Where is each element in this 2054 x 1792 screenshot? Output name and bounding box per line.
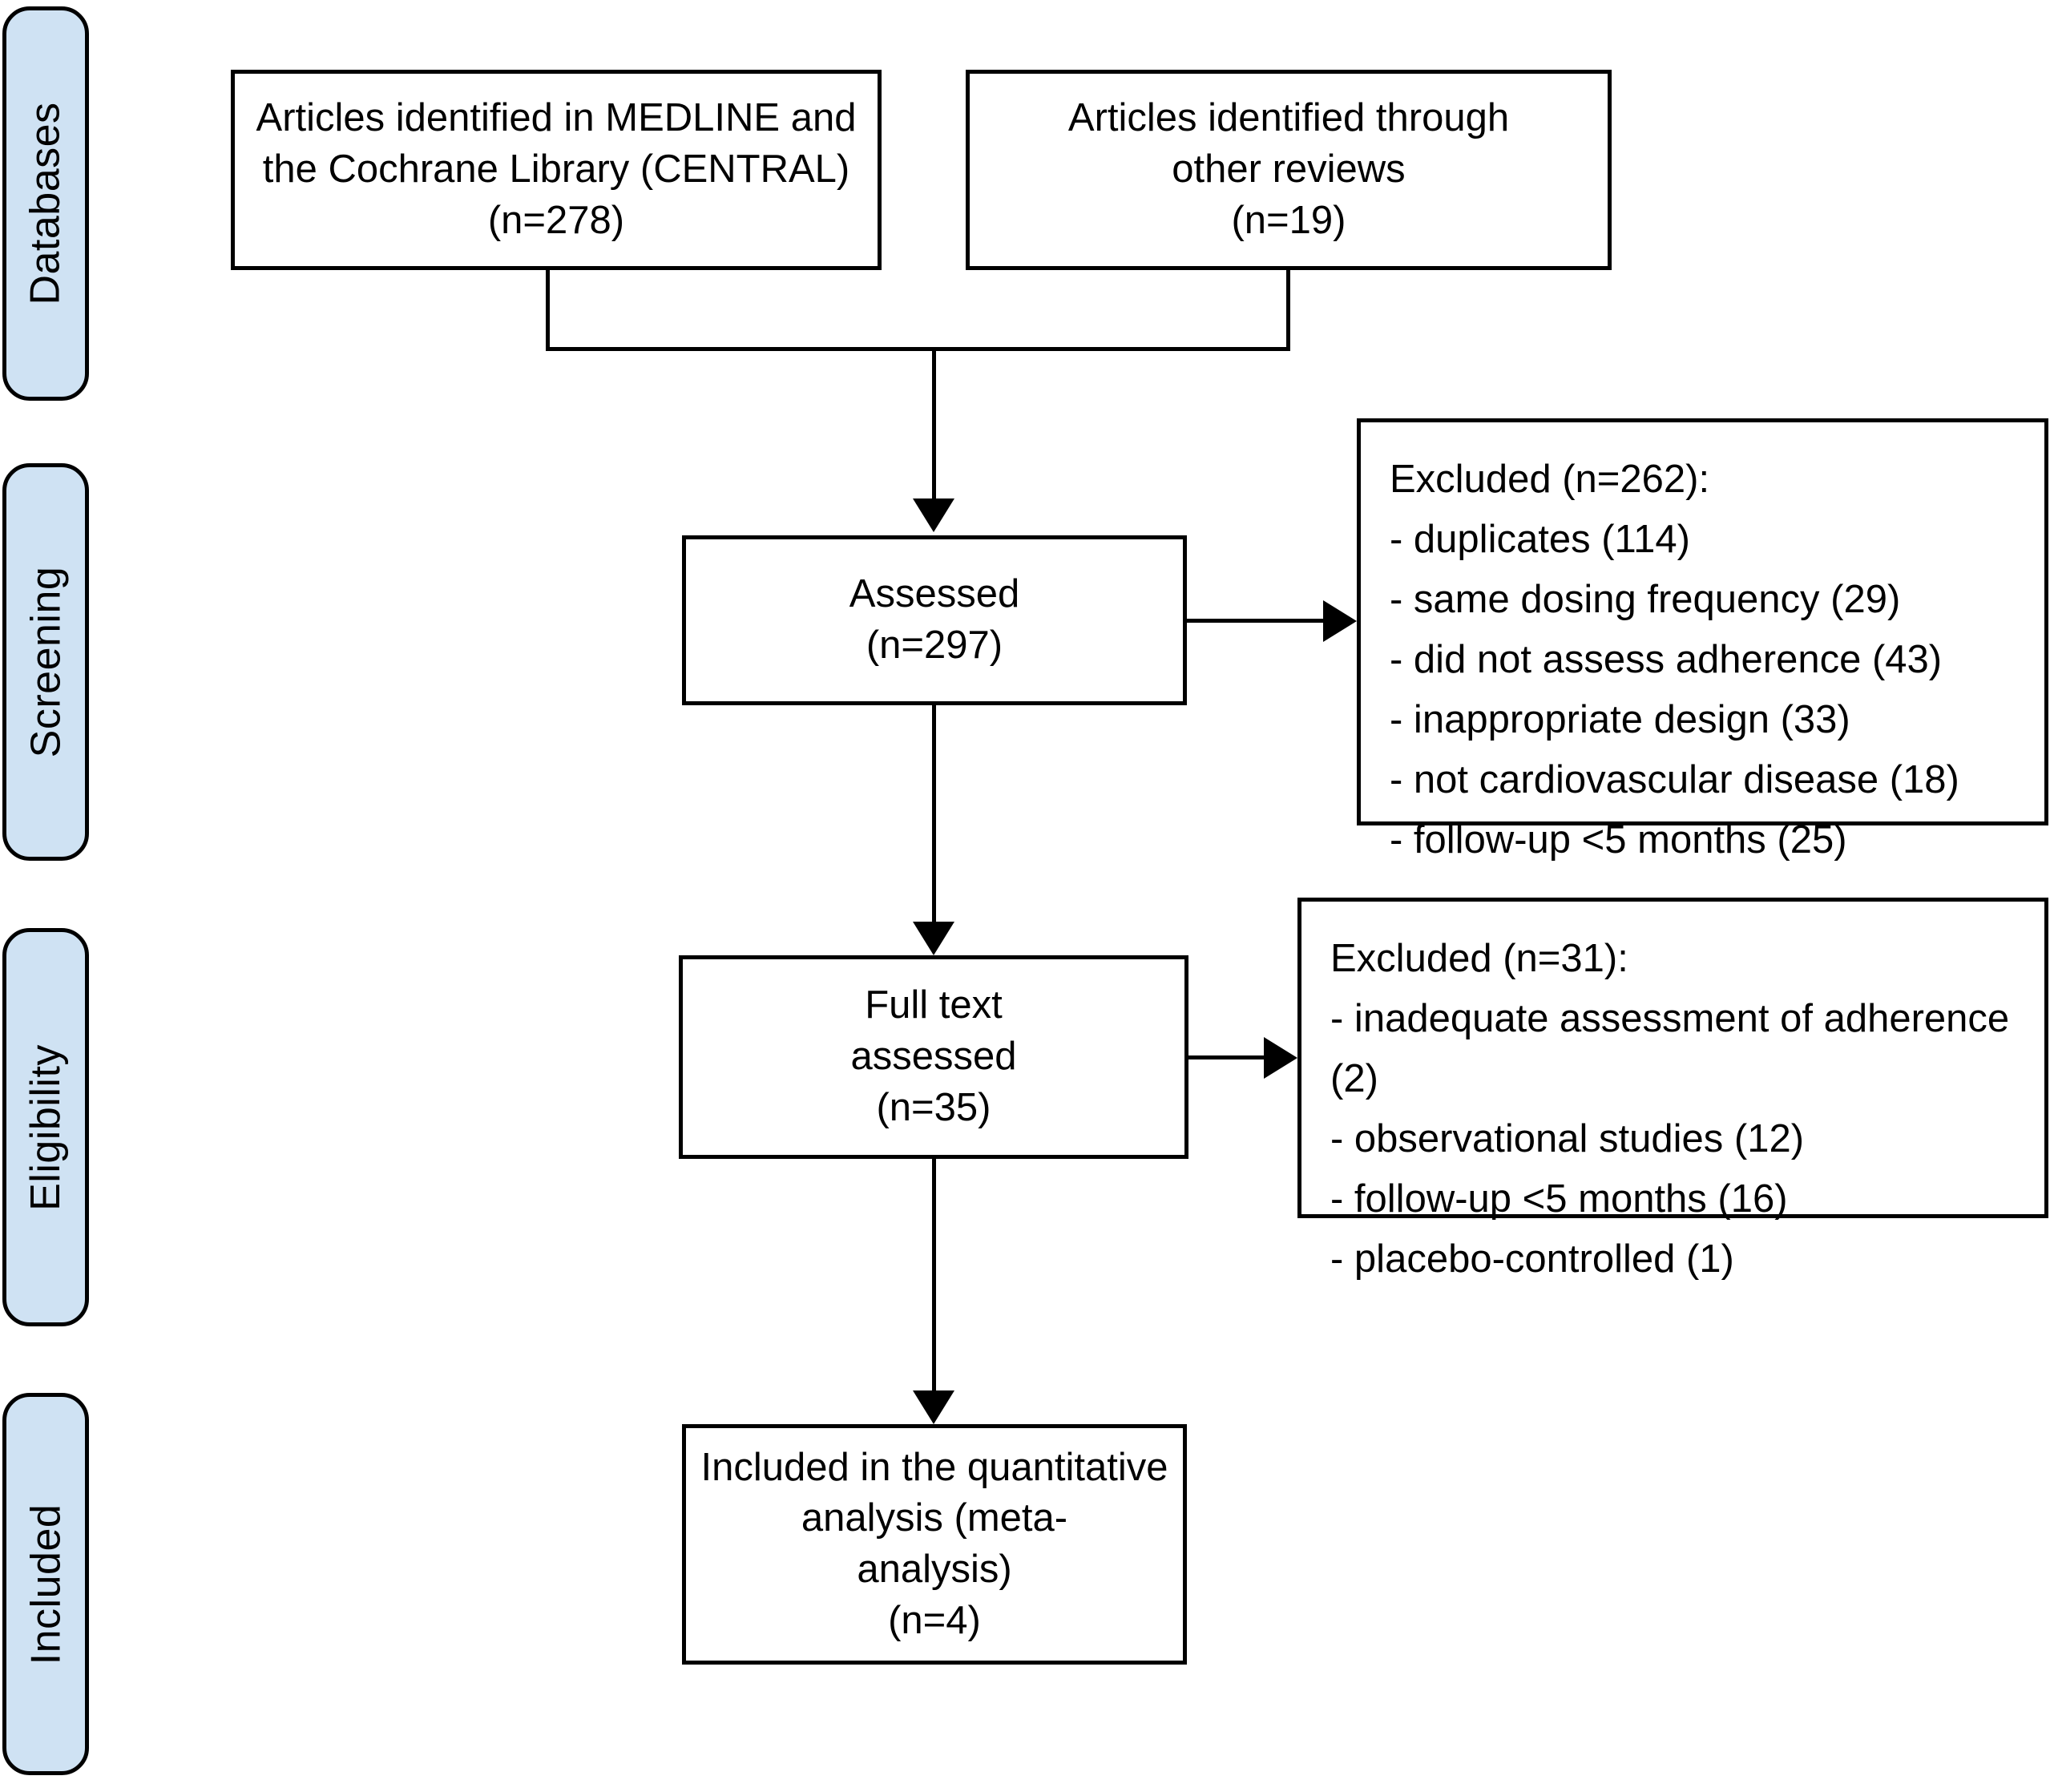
- arrowhead-to-assessed: [913, 498, 954, 532]
- connector-assessed-to-fulltext: [932, 705, 936, 923]
- box-full-text-assessed: Full text assessed (n=35): [679, 955, 1188, 1159]
- box-excluded-screening-text: Excluded (n=262): - duplicates (114) - s…: [1390, 458, 1959, 862]
- arrowhead-to-fulltext: [913, 922, 954, 955]
- arrowhead-to-excluded-eligibility: [1264, 1037, 1297, 1079]
- box-source-medline-text: Articles identified in MEDLINE and the C…: [256, 96, 857, 242]
- box-assessed: Assessed (n=297): [682, 535, 1187, 705]
- arrowhead-to-excluded-screening: [1323, 600, 1357, 642]
- box-excluded-eligibility: Excluded (n=31): - inadequate assessment…: [1297, 898, 2048, 1281]
- box-excluded-screening: Excluded (n=262): - duplicates (114) - s…: [1357, 418, 2048, 862]
- connector-merge-to-assessed: [932, 347, 936, 500]
- connector-other-reviews-stub: [1286, 270, 1290, 351]
- box-full-text-assessed-text: Full text assessed (n=35): [850, 983, 1017, 1129]
- box-excluded-eligibility-text: Excluded (n=31): - inadequate assessment…: [1330, 937, 2010, 1281]
- stage-label-eligibility-text: Eligibility: [22, 1043, 70, 1211]
- connector-fulltext-to-excluded: [1188, 1055, 1269, 1059]
- box-source-medline: Articles identified in MEDLINE and the C…: [231, 70, 882, 270]
- stage-label-screening: Screening: [2, 463, 89, 861]
- connector-assessed-to-excluded: [1187, 619, 1328, 623]
- connector-fulltext-to-included: [932, 1159, 936, 1392]
- stage-label-eligibility: Eligibility: [2, 928, 89, 1326]
- connector-merge-bar: [546, 347, 1290, 351]
- box-source-other-reviews: Articles identified through other review…: [966, 70, 1612, 270]
- stage-label-screening-text: Screening: [22, 566, 69, 758]
- connector-medline-stub: [546, 270, 550, 351]
- stage-label-included-text: Included: [22, 1503, 70, 1665]
- box-included-meta-analysis-text: Included in the quantitative analysis (m…: [700, 1445, 1168, 1642]
- box-source-other-reviews-text: Articles identified through other review…: [1067, 96, 1510, 242]
- arrowhead-to-included: [913, 1390, 954, 1424]
- box-assessed-text: Assessed (n=297): [849, 572, 1020, 667]
- box-included-meta-analysis: Included in the quantitative analysis (m…: [682, 1424, 1187, 1665]
- stage-label-included: Included: [2, 1393, 89, 1775]
- stage-label-databases: Databases: [2, 6, 89, 401]
- stage-label-databases-text: Databases: [22, 102, 70, 305]
